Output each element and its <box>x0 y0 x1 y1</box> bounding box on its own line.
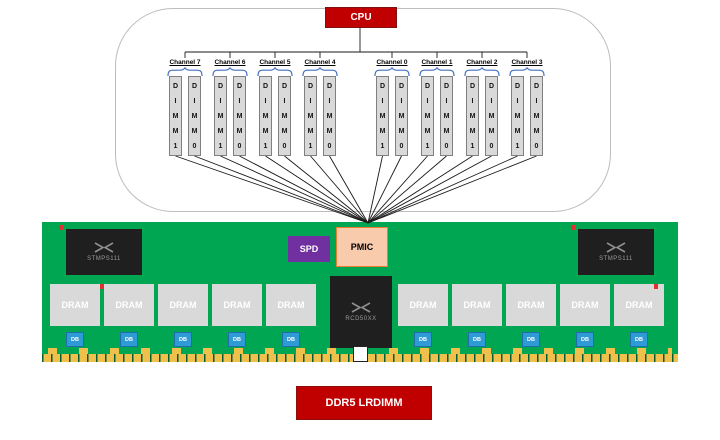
channel-brace-icon <box>167 67 203 76</box>
channel-label: Channel 4 <box>304 59 336 66</box>
channel-label: Channel 6 <box>214 59 246 66</box>
temp-sensor-label: STMPS111 <box>599 256 633 262</box>
channel-brace-icon <box>419 67 455 76</box>
st-logo-icon <box>94 242 114 253</box>
dram-chip: DRAM <box>398 284 448 326</box>
component-mark <box>59 225 63 230</box>
edge-connector-notch <box>353 346 368 362</box>
channel-label: Channel 5 <box>259 59 291 66</box>
data-buffer-chip: DB <box>576 332 594 347</box>
dram-chip: DRAM <box>614 284 664 326</box>
st-logo-icon <box>606 242 626 253</box>
data-buffer-chip: DB <box>468 332 486 347</box>
rcd-logo-icon <box>351 302 371 313</box>
dram-chip: DRAM <box>506 284 556 326</box>
component-mark <box>654 284 658 289</box>
pmic-chip: PMIC <box>336 227 388 267</box>
channel-brace-icon <box>212 67 248 76</box>
data-buffer-chip: DB <box>282 332 300 347</box>
data-buffer-chip: DB <box>630 332 648 347</box>
dram-chip: DRAM <box>212 284 262 326</box>
data-buffer-chip: DB <box>414 332 432 347</box>
data-buffer-chip: DB <box>174 332 192 347</box>
channel-label: Channel 0 <box>376 59 408 66</box>
channel-label: Channel 2 <box>466 59 498 66</box>
data-buffer-chip: DB <box>66 332 84 347</box>
channel-label: Channel 3 <box>511 59 543 66</box>
dram-chip: DRAM <box>266 284 316 326</box>
dram-chip: DRAM <box>50 284 100 326</box>
data-buffer-chip: DB <box>120 332 138 347</box>
module-caption: DDR5 LRDIMM <box>296 386 432 420</box>
component-mark <box>571 225 575 230</box>
dram-chip: DRAM <box>158 284 208 326</box>
dram-chip: DRAM <box>452 284 502 326</box>
cpu-box: CPU <box>325 7 397 28</box>
channel-brace-icon <box>374 67 410 76</box>
dram-chip: DRAM <box>104 284 154 326</box>
channel-brace-icon <box>509 67 545 76</box>
data-buffer-chip: DB <box>522 332 540 347</box>
rcd-label: RCD50XX <box>345 316 377 322</box>
temp-sensor-chip-left: STMPS111 <box>66 229 142 275</box>
component-mark <box>100 284 104 289</box>
temp-sensor-chip-right: STMPS111 <box>578 229 654 275</box>
channel-brace-icon <box>464 67 500 76</box>
dram-chip: DRAM <box>560 284 610 326</box>
channel-label: Channel 1 <box>421 59 453 66</box>
channel-brace-icon <box>302 67 338 76</box>
spd-chip: SPD <box>288 236 330 262</box>
data-buffer-chip: DB <box>228 332 246 347</box>
channel-brace-icon <box>257 67 293 76</box>
temp-sensor-label: STMPS111 <box>87 256 121 262</box>
channel-label: Channel 7 <box>169 59 201 66</box>
rcd-chip: RCD50XX <box>330 276 392 348</box>
